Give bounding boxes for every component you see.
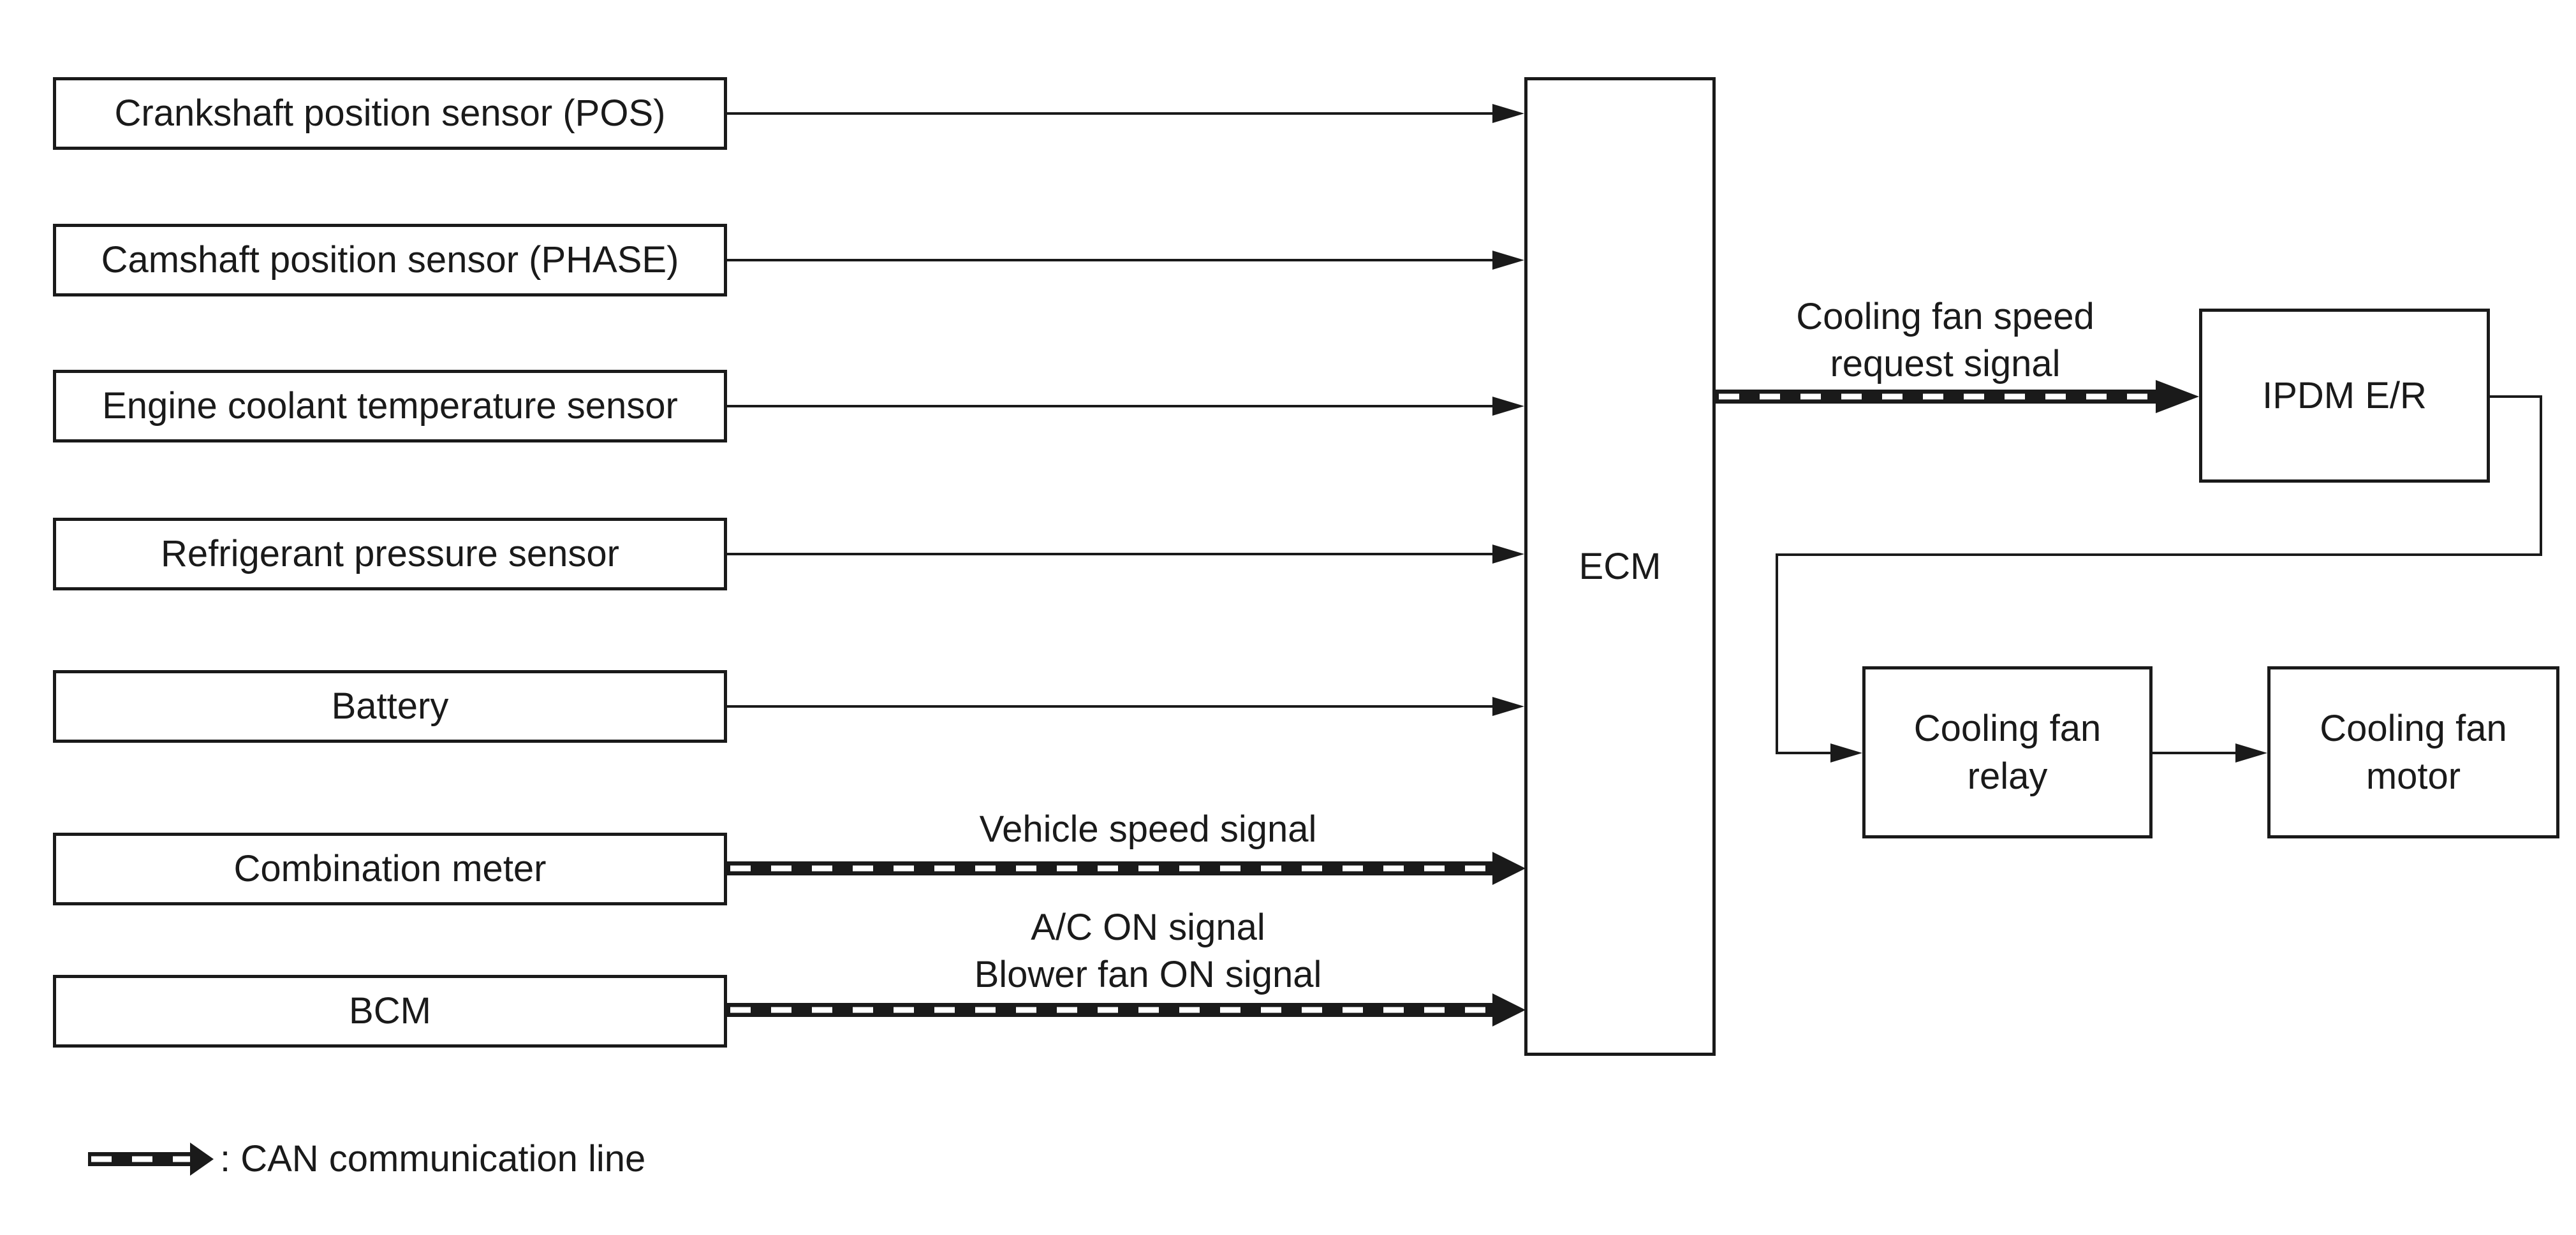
ac-on-signal-label: A/C ON signal [1031, 907, 1265, 948]
ipdm-to-relay-line [1776, 395, 2542, 754]
ipdm-to-relay-arrowhead [1830, 743, 1862, 763]
sensor-arrows [727, 112, 1492, 708]
refrigerant-pressure-sensor-box: Refrigerant pressure sensor [53, 518, 727, 590]
sensor-arrowheads [1492, 104, 1524, 716]
relay-to-motor-arrowhead [2235, 743, 2267, 763]
fan-speed-request-line1-label: Cooling fan speed [1796, 296, 2094, 337]
ipdm-er-box: IPDM E/R [2199, 309, 2490, 483]
vehicle-speed-signal-label: Vehicle speed signal [979, 808, 1317, 850]
crankshaft-position-sensor-box: Crankshaft position sensor (POS) [53, 77, 727, 150]
combination-meter-box: Combination meter [53, 833, 727, 905]
bcm-box: BCM [53, 975, 727, 1048]
ecm-box: ECM [1524, 77, 1716, 1056]
can-line-bcm [727, 993, 1526, 1027]
crankshaft-position-sensor-label: Crankshaft position sensor (POS) [114, 92, 666, 135]
blower-fan-on-signal-label: Blower fan ON signal [974, 954, 1322, 995]
cooling-fan-motor-box: Cooling fan motor [2267, 666, 2559, 838]
engine-coolant-temp-sensor-box: Engine coolant temperature sensor [53, 370, 727, 442]
cooling-fan-relay-box: Cooling fan relay [1862, 666, 2153, 838]
battery-label: Battery [331, 685, 449, 727]
can-line-fan-request [1716, 380, 2199, 413]
can-line-vehicle-speed [727, 852, 1526, 885]
legend-label: : CAN communication line [220, 1138, 646, 1180]
legend-can-symbol [88, 1143, 214, 1176]
ecm-label: ECM [1579, 545, 1661, 587]
combination-meter-label: Combination meter [233, 848, 547, 890]
fan-speed-request-line2-label: request signal [1830, 343, 2061, 384]
camshaft-position-sensor-label: Camshaft position sensor (PHASE) [101, 239, 679, 281]
engine-coolant-temp-sensor-label: Engine coolant temperature sensor [102, 385, 678, 427]
cooling-fan-motor-label: Cooling fan motor [2320, 707, 2507, 797]
cooling-fan-relay-label: Cooling fan relay [1913, 707, 2101, 797]
bcm-label: BCM [349, 990, 431, 1032]
camshaft-position-sensor-box: Camshaft position sensor (PHASE) [53, 224, 727, 296]
battery-box: Battery [53, 670, 727, 743]
refrigerant-pressure-sensor-label: Refrigerant pressure sensor [161, 533, 619, 575]
ipdm-er-label: IPDM E/R [2262, 374, 2427, 416]
